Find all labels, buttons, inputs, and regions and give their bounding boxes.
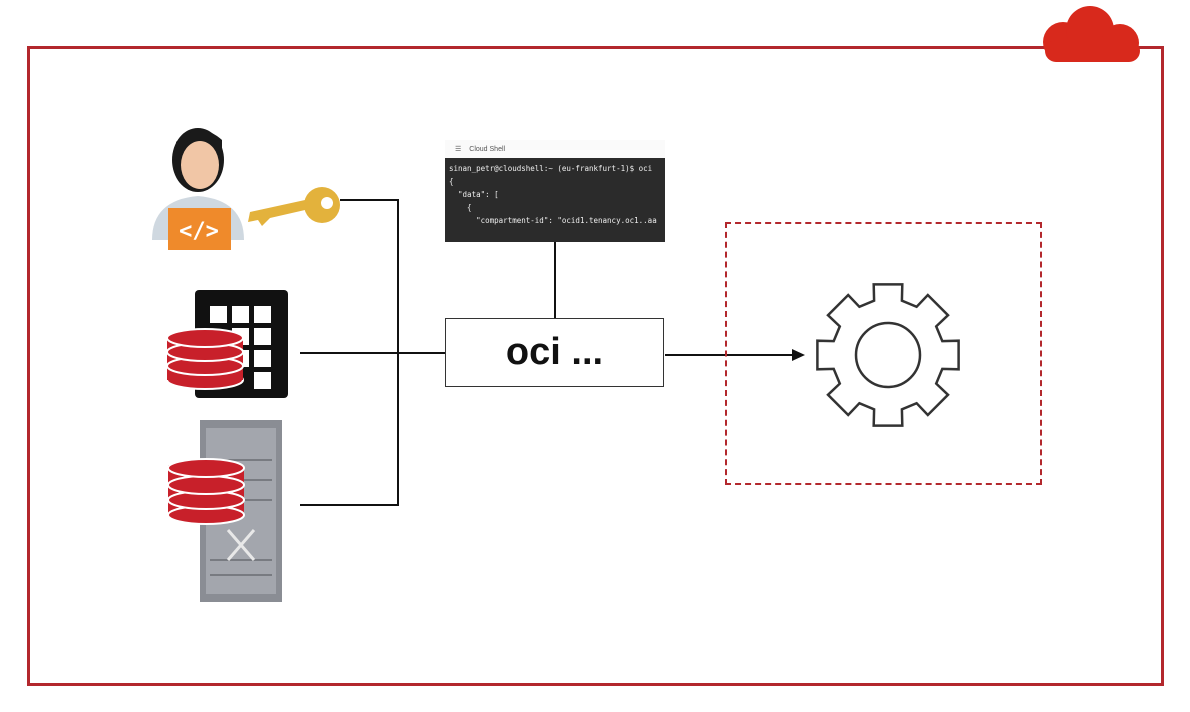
key-icon	[248, 187, 340, 226]
cloud-shell-title: Cloud Shell	[469, 145, 506, 153]
oci-cloud-boundary	[27, 46, 1164, 686]
connector-lines	[300, 199, 795, 506]
arrowhead	[792, 349, 805, 361]
autonomous-database-icon	[166, 290, 288, 398]
cloud-icon	[1043, 6, 1140, 62]
terminal-line: "compartment-id": "ocid1.tenancy.oc1..aa	[449, 216, 657, 225]
oci-command-box: oci ...	[445, 318, 664, 387]
terminal-line: {	[449, 177, 454, 186]
svg-text:</>: </>	[179, 219, 219, 244]
terminal-line: "data": [	[449, 190, 499, 199]
target-service-boundary	[725, 222, 1042, 485]
terminal-line: {	[449, 203, 472, 212]
exadata-server-icon	[167, 420, 282, 602]
terminal-line: sinan_petr@cloudshell:~ (eu-frankfurt-1)…	[449, 164, 653, 173]
cloud-shell-header: ☰ Cloud Shell	[445, 140, 665, 158]
terminal-output: sinan_petr@cloudshell:~ (eu-frankfurt-1)…	[445, 158, 665, 242]
gear-icon	[816, 283, 960, 427]
cloud-shell-window: ☰ Cloud Shell sinan_petr@cloudshell:~ (e…	[445, 140, 665, 242]
menu-icon[interactable]: ☰	[455, 146, 462, 153]
developer-icon: </>	[152, 128, 244, 250]
